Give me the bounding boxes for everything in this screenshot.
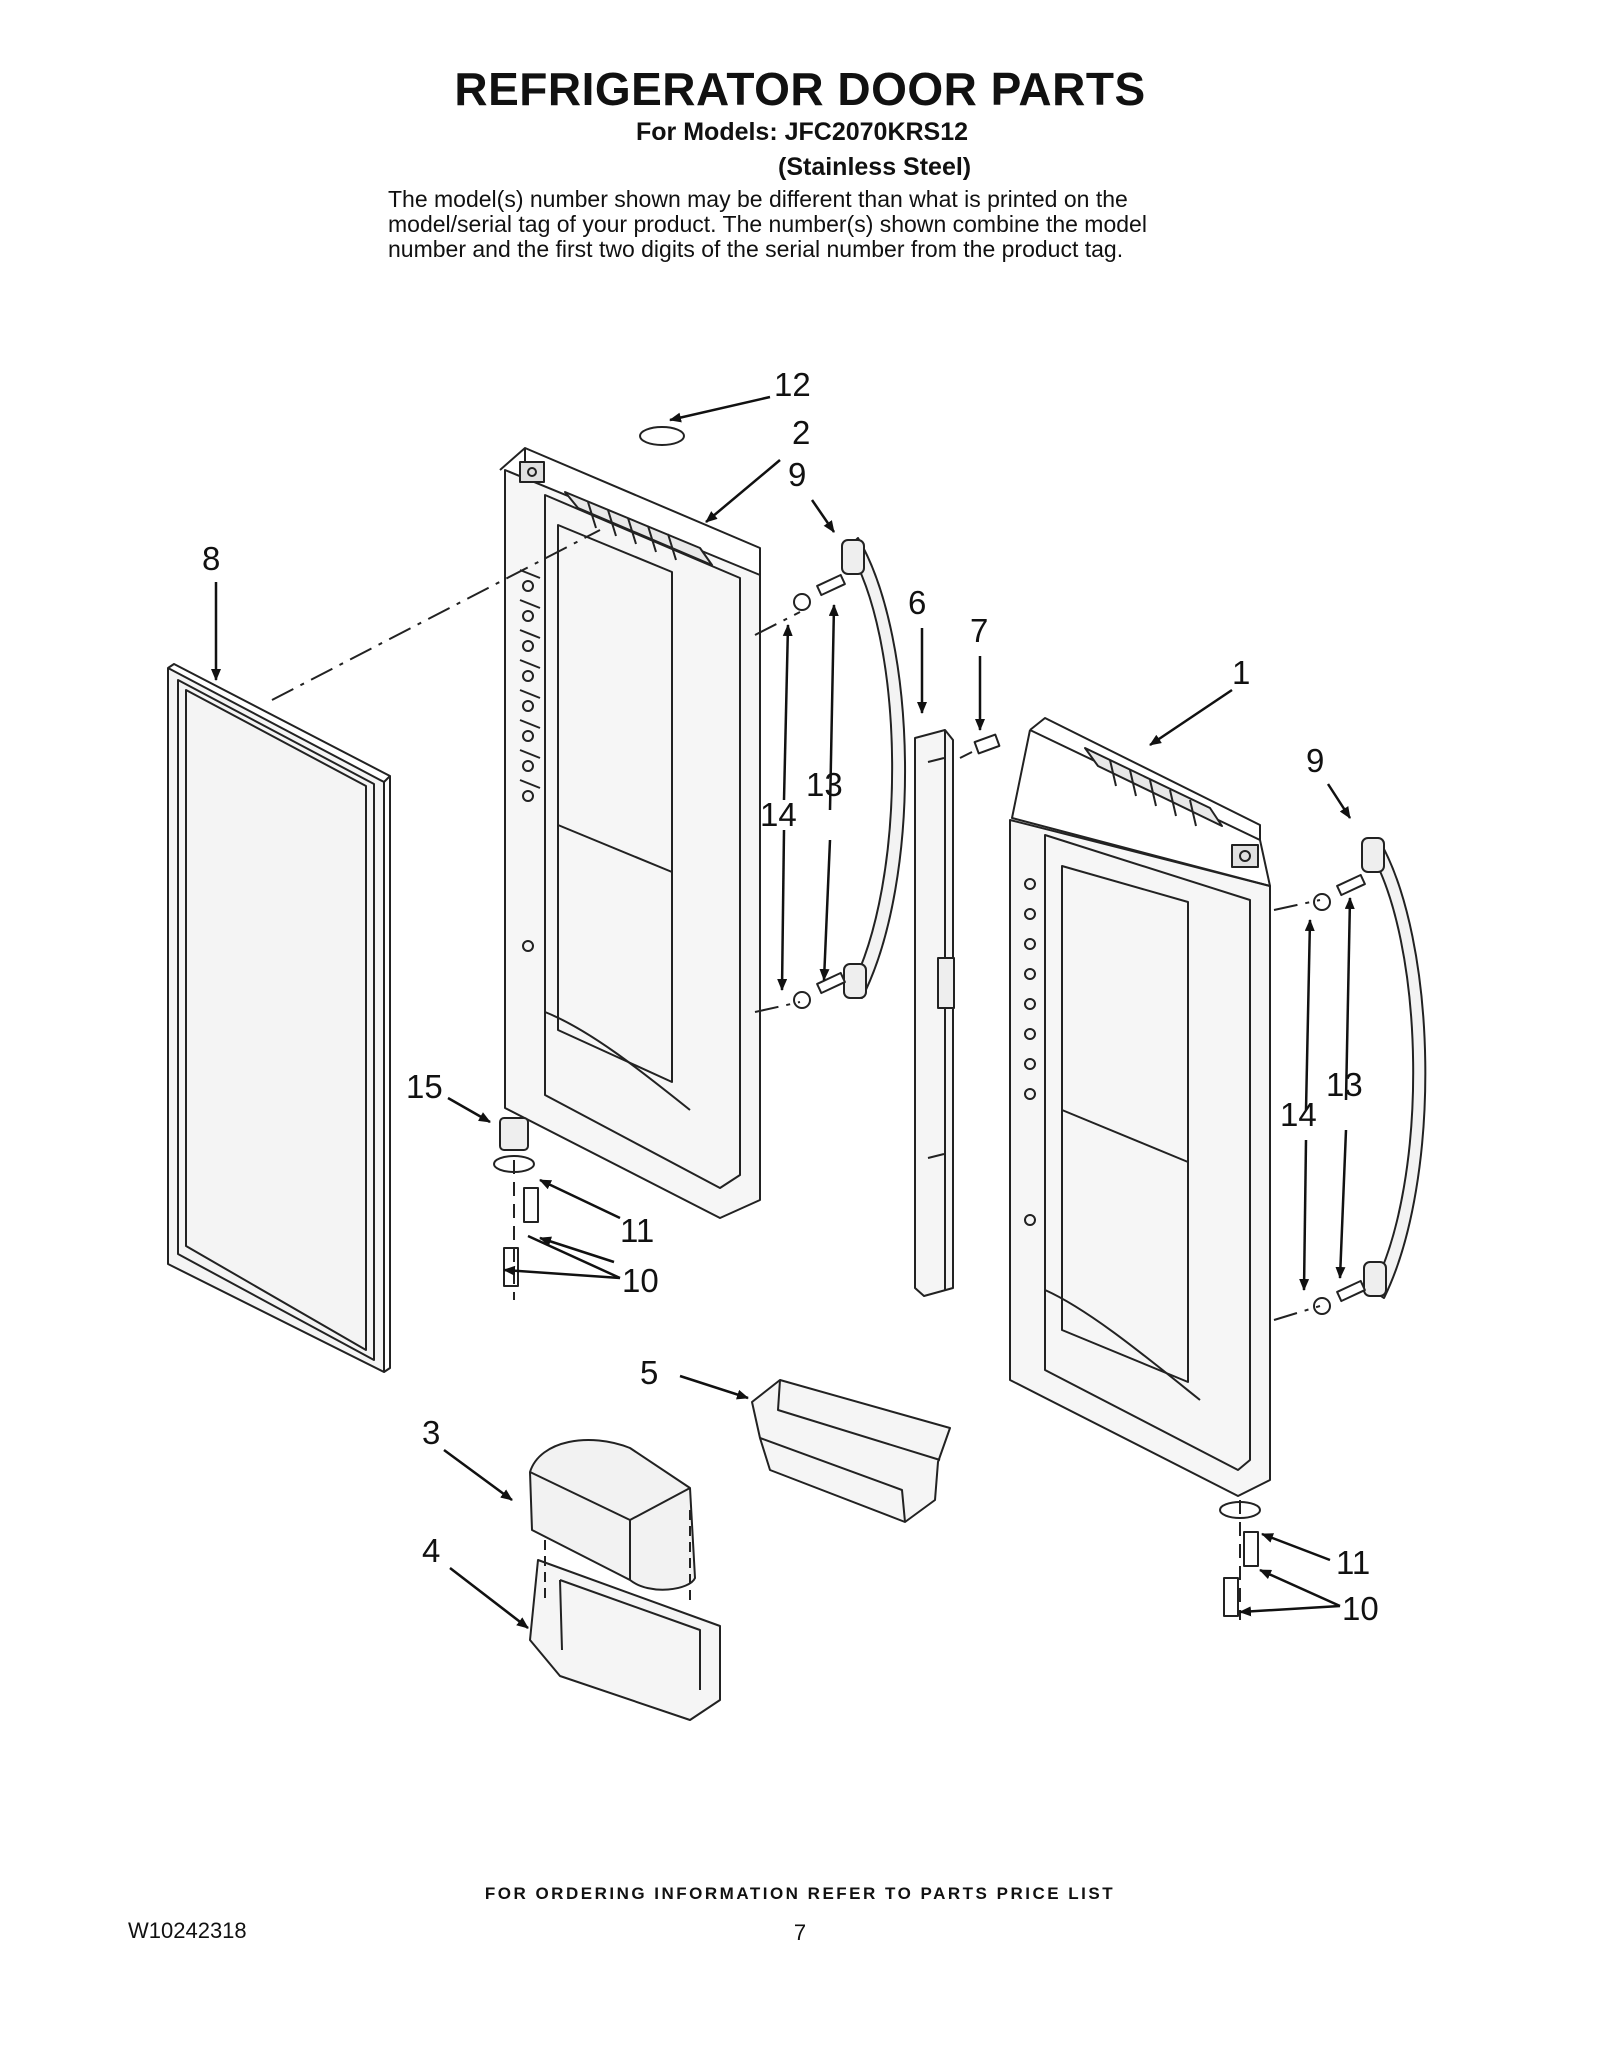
callout-5: 5 [640,1354,658,1391]
callout-labels: 12 2 9 8 6 7 1 9 13 14 13 14 15 11 10 5 … [202,366,1379,1627]
callout-14-right: 14 [1280,1096,1317,1133]
plug-part [639,426,685,446]
trim-screw-part [959,733,1001,759]
callout-13-right: 13 [1326,1066,1363,1103]
callout-3: 3 [422,1414,440,1451]
disclaimer-line: The model(s) number shown may be differe… [388,186,1128,212]
callout-1: 1 [1232,654,1250,691]
callout-8: 8 [202,540,220,577]
callout-13-left: 13 [806,766,843,803]
callout-10-left: 10 [622,1262,659,1299]
right-hinge-hardware [1219,1500,1261,1620]
callout-11-right: 11 [1336,1544,1370,1581]
callout-7: 7 [970,612,988,649]
page-title: REFRIGERATOR DOOR PARTS [454,63,1146,115]
door-gasket-part [167,663,391,1373]
callout-10-right: 10 [1342,1590,1379,1627]
callout-11-left: 11 [620,1212,654,1249]
models-line: For Models: JFC2070KRS12 [636,118,969,146]
trim-strip-part [914,729,955,1297]
disclaimer-line: number and the first two digits of the s… [388,236,1124,262]
disclaimer-line: model/serial tag of your product. The nu… [388,211,1147,237]
finish-line: (Stainless Steel) [778,153,972,181]
callout-14-left: 14 [760,796,797,833]
callout-12: 12 [774,366,811,403]
callout-2: 2 [792,414,810,451]
callout-9-right: 9 [1306,742,1324,779]
dispenser-cover-part [529,1439,696,1591]
callout-9-left: 9 [788,456,806,493]
callout-4: 4 [422,1532,440,1569]
callout-6: 6 [908,584,926,621]
door-bin-part [751,1379,951,1523]
right-handle-fasteners [1313,873,1366,1315]
alignment-lines [271,529,1321,1321]
document-number: W10242318 [128,1918,247,1943]
callout-15: 15 [406,1068,443,1105]
left-handle-part [841,537,907,999]
lower-bin-part [529,1510,721,1721]
leader-arrows [211,395,1355,1629]
left-handle-fasteners [793,573,846,1009]
left-door-part [499,447,761,1219]
disclaimer: The model(s) number shown may be differe… [388,187,1248,262]
right-door-part [1009,717,1271,1497]
page-number: 7 [793,1920,807,1945]
right-handle-part [1361,837,1427,1299]
ordering-note: FOR ORDERING INFORMATION REFER TO PARTS … [484,1884,1116,1903]
